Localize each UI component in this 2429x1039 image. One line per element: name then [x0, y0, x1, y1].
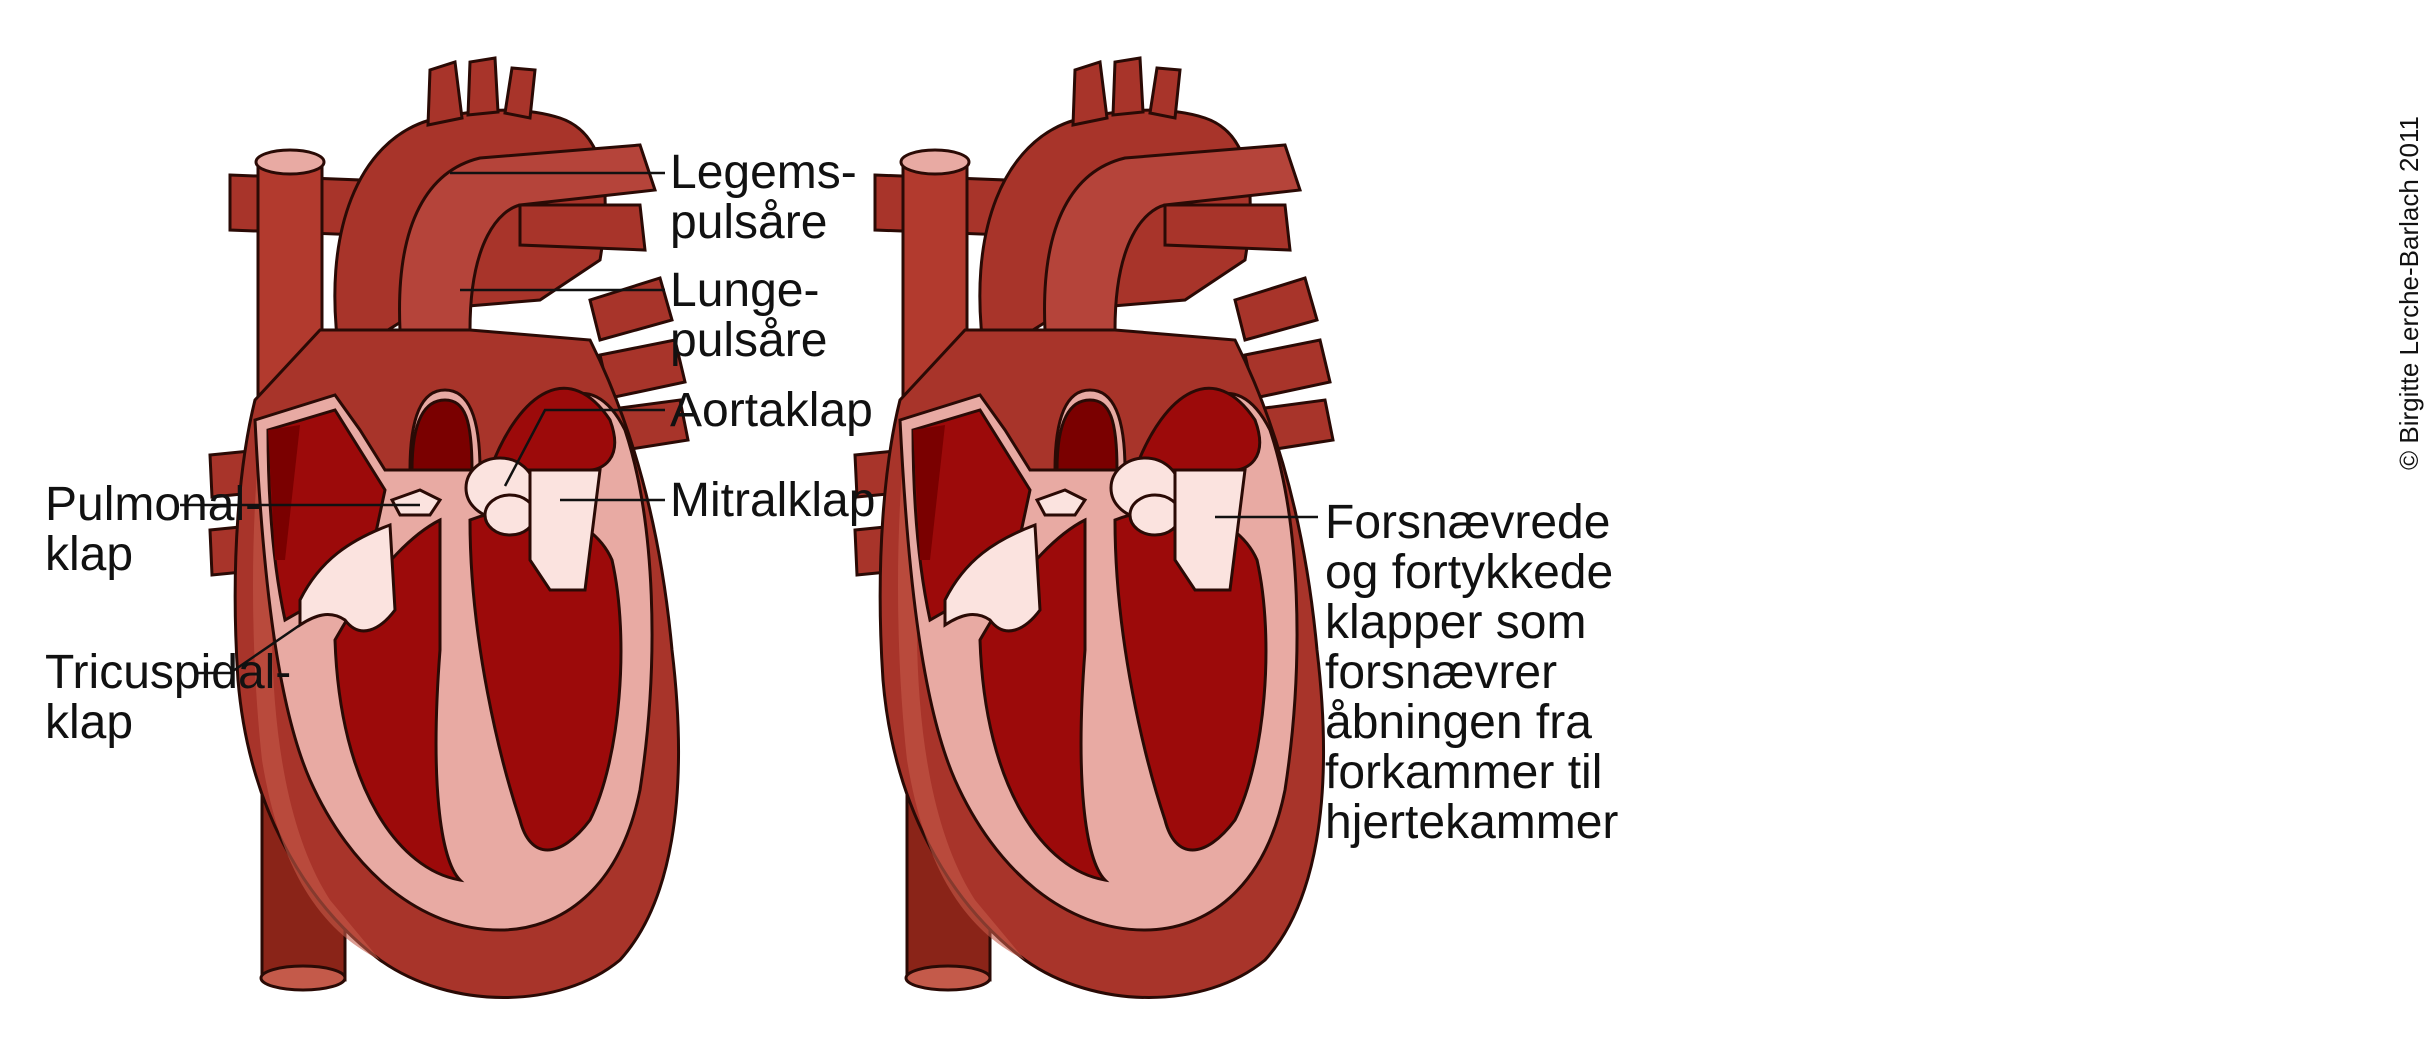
label-stenotic-valves: Forsnævrede og fortykkede klapper som fo…: [1325, 496, 1619, 849]
leader-tricuspidalklap: [198, 623, 301, 675]
label-pulmonalklap: Pulmonal- klap: [45, 478, 262, 581]
label-tricuspidalklap: Tricuspidal- klap: [45, 646, 292, 749]
stenotic-heart: [853, 56, 1335, 999]
normal-heart: [208, 56, 690, 999]
label-lunge-pulsaare: Lunge- pulsåre: [670, 264, 828, 367]
label-aortaklap: Aortaklap: [670, 384, 873, 437]
label-legems-pulsaare: Legems- pulsåre: [670, 146, 857, 249]
label-mitralklap: Mitralklap: [670, 474, 876, 527]
copyright-notice: © Birgitte Lerche-Barlach 2011: [2394, 116, 2424, 470]
leader-aortaklap: [503, 408, 665, 487]
